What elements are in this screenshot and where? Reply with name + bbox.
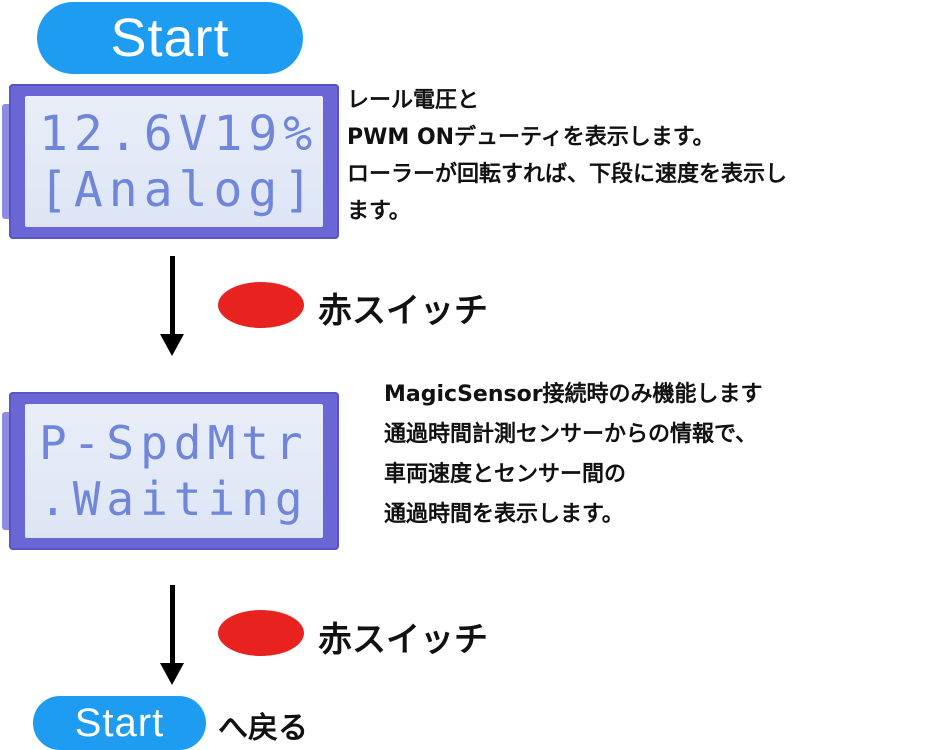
description-line: 通過時間計測センサーからの情報で、 [384,422,758,447]
lcd-line-2: .Waiting [39,472,309,526]
start-badge-top: Start [37,2,303,74]
return-label: へ戻る [218,711,308,746]
lcd-display-analog: 12.6V19% [Analog] [2,84,339,239]
start-badge-bottom: Start [33,696,206,750]
description-line: PWM ONデューティを表示します。 [347,125,715,150]
lcd-screen: 12.6V19% [Analog] [25,96,323,227]
analog-description: レール電圧と PWM ONデューティを表示します。 ローラーが回転すれば、下段に… [347,82,932,230]
red-switch-label: 赤スイッチ [318,620,488,660]
down-arrow-icon [160,663,184,685]
down-arrow-icon [160,334,184,356]
red-switch-icon [218,610,304,656]
down-arrow-shaft [170,256,175,338]
speedmeter-description: MagicSensor接続時のみ機能します 通過時間計測センサーからの情報で、 … [384,375,929,535]
description-line: ローラーが回転すれば、下段に速度を表示し [347,162,788,187]
lcd-line-1: 12.6V19% [39,105,319,162]
lcd-line-2: [Analog] [39,161,319,218]
lcd-display-speedmeter: P-SpdMtr .Waiting [2,392,339,550]
description-line: 車両速度とセンサー間の [384,462,627,487]
description-line: 通過時間を表示します。 [384,502,624,527]
lcd-line-1: P-SpdMtr [39,416,309,470]
description-line: MagicSensor接続時のみ機能します [384,382,763,407]
red-switch-icon [218,282,304,328]
red-switch-label: 赤スイッチ [318,291,488,331]
down-arrow-shaft [170,585,175,667]
lcd-screen: P-SpdMtr .Waiting [25,404,323,538]
description-line: ます。 [347,199,411,224]
description-line: レール電圧と [347,88,480,113]
